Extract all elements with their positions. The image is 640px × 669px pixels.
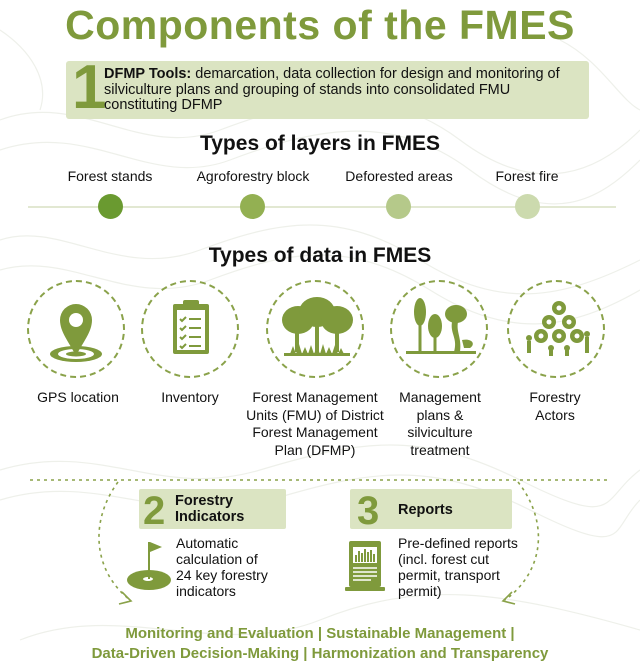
actors-label-line-2: Actors	[535, 406, 575, 423]
arrow-left-head	[118, 591, 133, 605]
indicators-box	[139, 489, 286, 529]
tools-line-1: demarcation, data collection for design …	[195, 66, 560, 82]
reports-box	[350, 489, 512, 529]
data-label-fmu: Forest Management Units (FMU) of Distric…	[245, 389, 385, 459]
fmu-label-line-4: Plan (DFMP)	[274, 441, 356, 458]
tools-description: DFMP Tools: demarcation, data collection…	[104, 66, 584, 114]
indicators-desc-line-1: Automatic	[176, 535, 239, 551]
layers-timeline	[28, 206, 616, 208]
inventory-label-line-1: Inventory	[161, 389, 219, 405]
arrow-right-head	[501, 591, 516, 605]
plants-icon	[406, 298, 476, 354]
fmu-label-line-2: Units (FMU) of District	[246, 406, 384, 423]
dfmp-tools-box	[66, 61, 589, 119]
clipboard-icon	[173, 300, 209, 354]
data-heading: Types of data in FMES	[208, 244, 432, 267]
fmu-label-line-1: Forest Management	[252, 389, 378, 405]
data-label-gps: GPS location	[20, 389, 136, 407]
actors-label-line-1: Forestry	[529, 389, 581, 405]
fmu-label-line-3: Forest Management	[252, 424, 378, 440]
indicators-desc-line-2: calculation of	[176, 551, 258, 567]
layers-heading: Types of layers in FMES	[199, 132, 440, 155]
tools-label: DFMP Tools:	[104, 66, 192, 82]
management-label-line-2: plans &	[416, 406, 464, 423]
indicators-number: 2	[143, 489, 166, 533]
golf-flag-icon	[127, 542, 171, 590]
people-gears-icon	[526, 301, 590, 356]
gps-circle	[27, 280, 125, 378]
tools-number: 1	[72, 53, 107, 122]
reports-description: Pre-defined reports (incl. forest cut pe…	[398, 535, 518, 599]
gps-pin-icon	[50, 304, 102, 362]
page-title: Components of the FMES	[65, 2, 575, 48]
reports-desc-line-4: permit)	[398, 583, 442, 599]
management-circle	[390, 280, 488, 378]
actors-circle	[507, 280, 605, 378]
management-label-line-3: silviculture	[407, 424, 473, 440]
trees-icon	[282, 297, 353, 356]
reports-desc-line-1: Pre-defined reports	[398, 535, 518, 551]
layer-label-agroforestry: Agroforestry block	[196, 168, 310, 184]
layer-dot-deforested	[386, 194, 411, 219]
layer-dot-forest-stands	[98, 194, 123, 219]
report-document-icon	[345, 541, 385, 591]
indicators-title: Forestry Indicators	[175, 493, 245, 525]
reports-desc-line-3: permit, transport	[398, 567, 500, 583]
gps-label-line-1: GPS location	[37, 389, 119, 405]
reports-number: 3	[357, 489, 380, 533]
layer-label-deforested: Deforested areas	[345, 168, 453, 184]
footer-line-1: Monitoring and Evaluation | Sustainable …	[125, 625, 515, 642]
indicators-title-line-1: Forestry	[175, 493, 234, 509]
tools-line-3: constituting DFMP	[104, 97, 223, 113]
management-label-line-1: Management	[399, 389, 481, 405]
tools-line-2: silviculture plans and grouping of stand…	[104, 81, 511, 98]
footer-line-2: Data-Driven Decision-Making | Harmonizat…	[91, 645, 549, 662]
data-label-inventory: Inventory	[140, 389, 240, 407]
layer-dot-agroforestry	[240, 194, 265, 219]
indicators-desc-line-4: indicators	[176, 583, 236, 599]
layer-dot-forest-fire	[515, 194, 540, 219]
layer-label-forest-stands: Forest stands	[67, 168, 153, 184]
inventory-circle	[141, 280, 239, 378]
indicators-title-line-2: Indicators	[175, 508, 245, 525]
data-label-actors: Forestry Actors	[505, 389, 605, 424]
management-label-line-4: treatment	[410, 441, 470, 458]
indicators-description: Automatic calculation of 24 key forestry…	[176, 535, 268, 599]
reports-desc-line-2: (incl. forest cut	[398, 551, 490, 567]
reports-title: Reports	[398, 502, 453, 518]
fmu-circle	[266, 280, 364, 378]
layer-label-forest-fire: Forest fire	[495, 168, 559, 184]
data-label-management: Management plans & silviculture treatmen…	[384, 389, 496, 459]
indicators-desc-line-3: 24 key forestry	[176, 567, 268, 583]
